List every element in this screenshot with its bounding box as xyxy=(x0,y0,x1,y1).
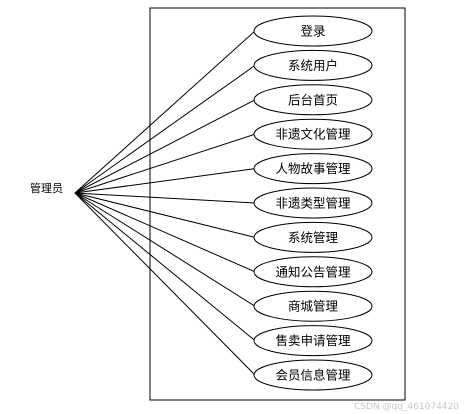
use-case: 会员信息管理 xyxy=(253,359,373,391)
use-case-label: 登录 xyxy=(300,24,325,39)
use-case-ellipse xyxy=(253,359,373,391)
association-line xyxy=(74,192,256,238)
association-line xyxy=(74,192,256,341)
use-case-label: 后台首页 xyxy=(288,92,338,107)
use-case-ellipse xyxy=(253,84,373,116)
association-line xyxy=(74,99,256,194)
use-case-ellipse xyxy=(253,153,373,185)
use-case-label: 通知公告管理 xyxy=(275,264,351,279)
use-case-ellipse xyxy=(253,221,373,253)
use-case-label: 非遗文化管理 xyxy=(275,127,351,142)
use-case: 系统用户 xyxy=(253,49,373,81)
association-line xyxy=(74,192,256,307)
use-case-ellipse xyxy=(253,325,373,357)
association-line xyxy=(74,192,256,204)
use-case: 登录 xyxy=(253,15,373,47)
use-case-ellipse xyxy=(253,49,373,81)
use-case-ellipses: 登录系统用户后台首页非遗文化管理人物故事管理非遗类型管理系统管理通知公告管理商城… xyxy=(253,15,373,391)
use-case-ellipse xyxy=(253,187,373,219)
use-case-label: 系统管理 xyxy=(288,230,339,245)
use-case: 售卖申请管理 xyxy=(253,325,373,357)
use-case-ellipse xyxy=(253,256,373,288)
use-case-label: 人物故事管理 xyxy=(275,161,351,176)
use-case-ellipse xyxy=(253,15,373,47)
association-lines xyxy=(74,30,256,376)
use-case-label: 售卖申请管理 xyxy=(275,333,351,348)
use-case: 非遗文化管理 xyxy=(253,118,373,150)
use-case: 通知公告管理 xyxy=(253,256,373,288)
use-case-label: 会员信息管理 xyxy=(275,368,351,383)
use-case-ellipse xyxy=(253,290,373,322)
use-case: 非遗类型管理 xyxy=(253,187,373,219)
use-case-label: 系统用户 xyxy=(288,58,338,73)
association-line xyxy=(74,133,256,194)
use-case: 商城管理 xyxy=(253,290,373,322)
system-boundary xyxy=(149,7,406,401)
watermark: CSDN @qq_461074420 xyxy=(354,402,459,412)
use-case: 人物故事管理 xyxy=(253,153,373,185)
association-line xyxy=(74,192,256,376)
use-case-ellipse xyxy=(253,118,373,150)
use-case: 系统管理 xyxy=(253,221,373,253)
association-line xyxy=(74,168,256,194)
association-line xyxy=(74,64,256,194)
actor-label: 管理员 xyxy=(30,181,63,195)
use-case-label: 商城管理 xyxy=(288,299,339,314)
association-line xyxy=(74,192,256,273)
use-case-label: 非遗类型管理 xyxy=(275,196,351,211)
use-case: 后台首页 xyxy=(253,84,373,116)
association-line xyxy=(74,30,256,194)
